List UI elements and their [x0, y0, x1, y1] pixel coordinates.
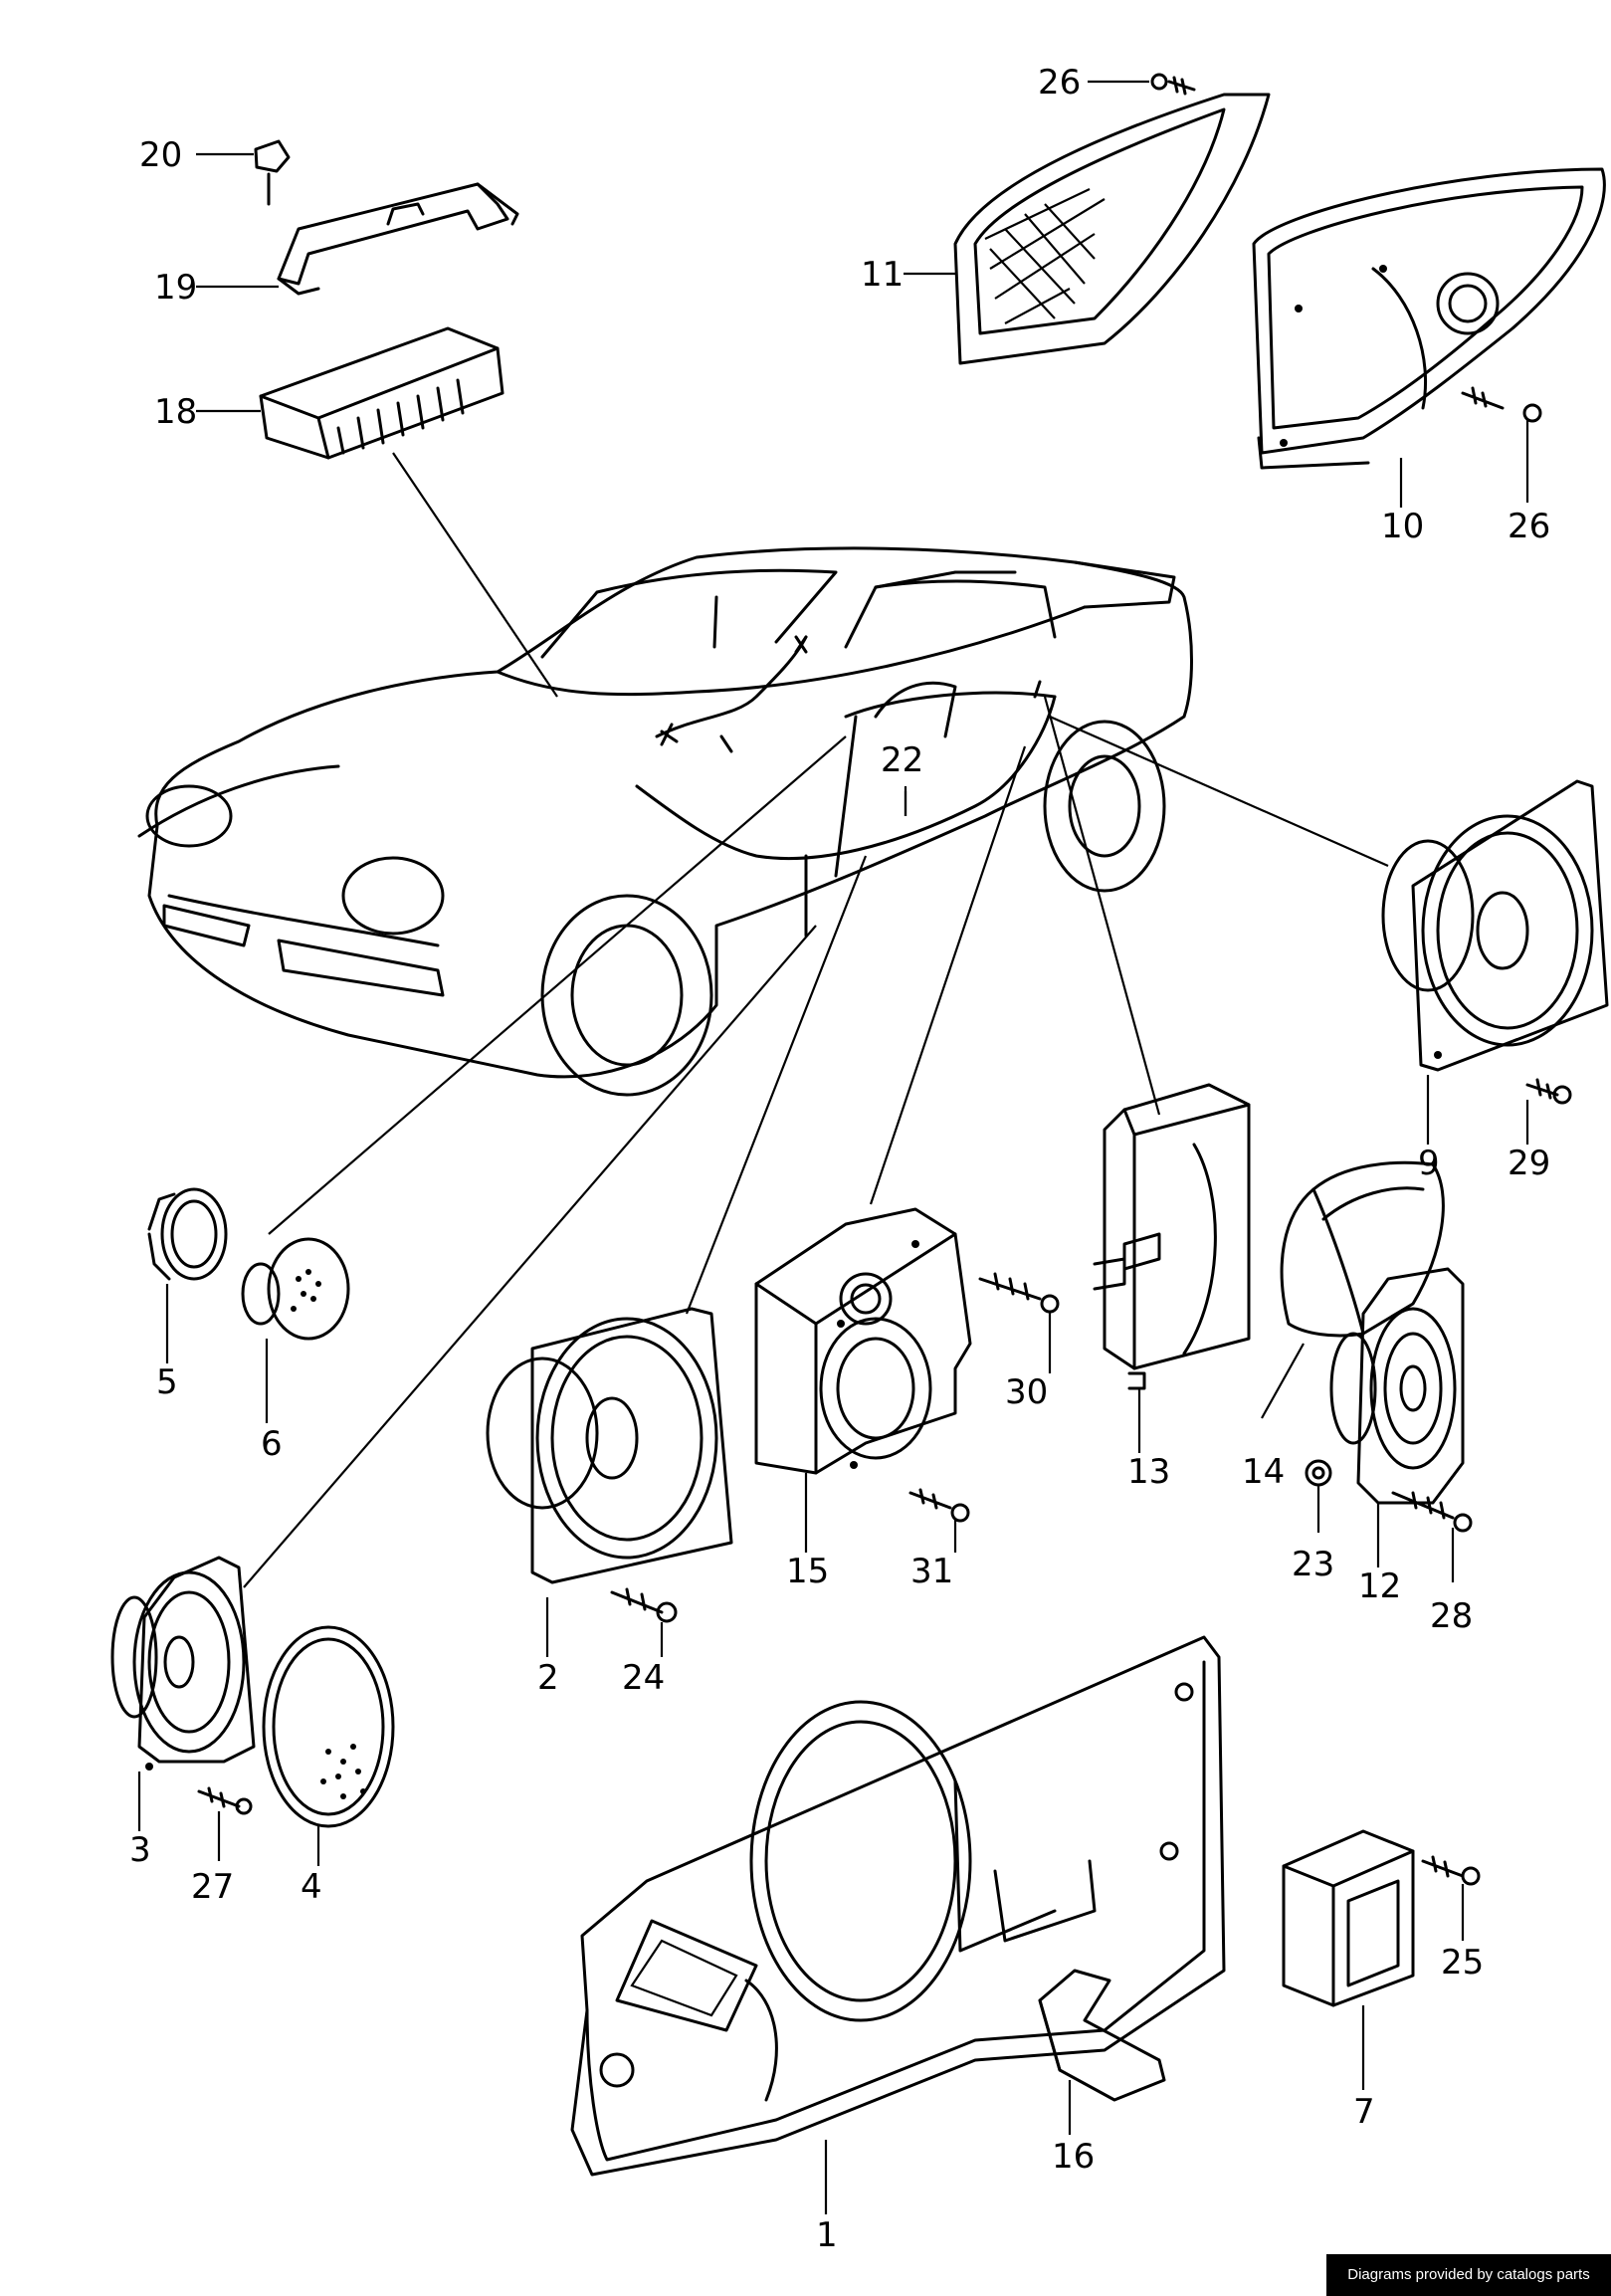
label-9: 9 [1418, 1144, 1440, 1183]
label-22: 22 [881, 740, 923, 780]
part-10-tweeter-housing [1252, 167, 1606, 470]
part-2-speaker [486, 1307, 733, 1584]
part-11-grille [953, 93, 1271, 365]
label-20: 20 [139, 135, 182, 175]
callout-lines [137, 80, 1529, 2214]
label-2: 2 [537, 1658, 559, 1698]
label-27: 27 [191, 1867, 234, 1907]
part-12-speaker [1329, 1267, 1465, 1505]
label-6: 6 [261, 1424, 283, 1464]
label-30: 30 [1005, 1372, 1048, 1412]
part-24-screw [610, 1587, 678, 1623]
part-26-screw-right [1461, 386, 1542, 423]
label-14: 14 [1242, 1452, 1285, 1492]
part-19-bracket [277, 182, 519, 296]
part-4-grille-cover [262, 1625, 395, 1828]
part-15-enclosure [754, 1207, 972, 1475]
part-29-screw [1525, 1078, 1572, 1105]
part-28-screw [1391, 1491, 1473, 1533]
label-29: 29 [1508, 1144, 1550, 1183]
label-5: 5 [156, 1362, 178, 1402]
part-30-screw [978, 1272, 1060, 1314]
leader-lines [243, 452, 1389, 1588]
label-24: 24 [622, 1658, 665, 1698]
label-26-right: 26 [1508, 507, 1550, 546]
part-6-tweeter [241, 1237, 350, 1341]
label-26-top: 26 [1038, 63, 1081, 103]
car-body [137, 546, 1193, 1097]
callout-labels: 20 19 18 26 11 10 26 22 9 29 5 6 30 13 1… [129, 63, 1550, 2255]
part-23-clip [1305, 1459, 1332, 1487]
label-10: 10 [1381, 507, 1424, 546]
label-28: 28 [1430, 1596, 1473, 1636]
label-23: 23 [1292, 1545, 1334, 1584]
label-18: 18 [154, 392, 197, 432]
label-4: 4 [301, 1867, 322, 1907]
label-13: 13 [1127, 1452, 1170, 1492]
part-7-module [1282, 1829, 1415, 2007]
part-31-screw [908, 1488, 970, 1523]
label-12: 12 [1358, 1566, 1401, 1606]
label-15: 15 [786, 1552, 829, 1591]
part-3-speaker [110, 1556, 256, 1771]
part-18-amplifier [259, 326, 504, 460]
label-1: 1 [816, 2215, 838, 2255]
part-5-ring [147, 1187, 228, 1281]
label-25: 25 [1441, 1943, 1484, 1983]
label-31: 31 [910, 1552, 953, 1591]
part-13-control-unit [1093, 1083, 1251, 1390]
part-27-screw [197, 1786, 253, 1815]
label-11: 11 [861, 255, 904, 295]
part-25-screw [1421, 1855, 1481, 1886]
part-9-speaker [1381, 779, 1609, 1072]
part-20-nut [254, 139, 291, 206]
wiring-harness [635, 635, 1057, 938]
credit-banner: Diagrams provided by catalogs parts [1326, 2254, 1611, 2296]
label-19: 19 [154, 268, 197, 308]
part-16-bracket [1038, 1969, 1166, 2102]
label-7: 7 [1353, 2092, 1375, 2132]
part-1-panel [570, 1635, 1226, 2177]
part-26-screw [1150, 73, 1196, 96]
label-16: 16 [1052, 2137, 1095, 2177]
label-3: 3 [129, 1830, 151, 1870]
